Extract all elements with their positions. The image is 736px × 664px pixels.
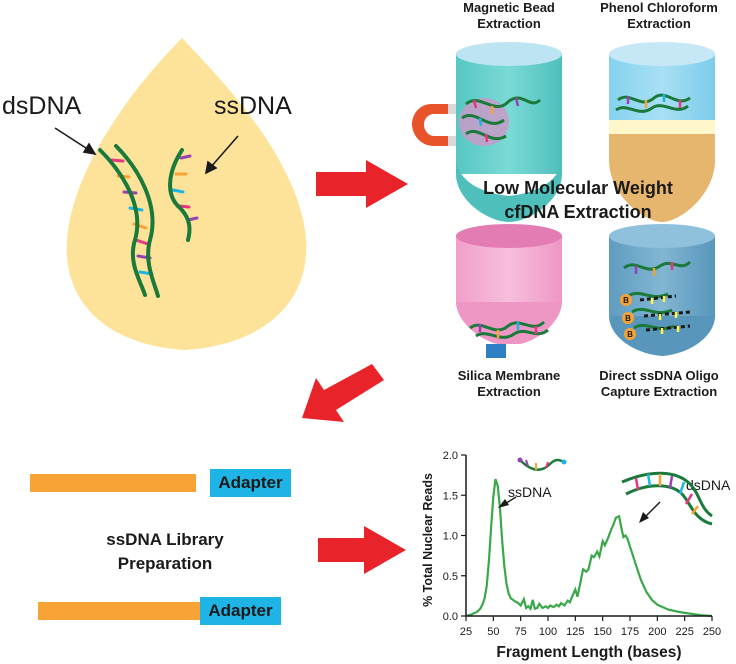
y-tick-label: 1.0	[443, 531, 458, 543]
bead-label: B	[627, 330, 633, 339]
ssdna-label: ssDNA	[214, 92, 292, 120]
plasma-drop	[66, 38, 307, 350]
x-tick-label: 75	[515, 626, 527, 638]
silica-membrane-tube	[456, 224, 562, 358]
flow-arrow-right-1	[316, 160, 408, 208]
series-line	[465, 478, 713, 618]
ssdna-strand-icon	[168, 148, 199, 242]
phenol-chloroform-tube	[609, 42, 715, 222]
y-tick-label: 2.0	[443, 450, 458, 462]
y-tick-label: 0.0	[443, 611, 458, 623]
x-tick-label: 50	[487, 626, 499, 638]
flow-arrow-right-2	[318, 526, 406, 574]
y-tick-label: 0.5	[443, 571, 458, 583]
x-tick-label: 200	[648, 626, 666, 638]
label-pointer-arrows	[54, 127, 239, 175]
x-tick-label: 100	[539, 626, 557, 638]
annotation-ssdna: ssDNA	[508, 484, 552, 500]
dsdna-mini-icon	[621, 471, 713, 526]
adapter-bottom: Adapter	[200, 597, 281, 625]
ssdna-mini-icon	[517, 457, 567, 472]
x-tick-label: 225	[675, 626, 693, 638]
x-tick-label: 250	[703, 626, 721, 638]
bead-label: B	[625, 314, 631, 323]
adapter-top: Adapter	[210, 469, 291, 497]
magnet-icon	[412, 104, 455, 146]
x-tick-label: 175	[621, 626, 639, 638]
bead-label: B	[623, 296, 629, 305]
dsdna-helix-icon	[98, 144, 160, 298]
x-tick-label: 150	[593, 626, 611, 638]
magnetic-bead-tube	[412, 42, 562, 222]
y-axis-label: % Total Nuclear Reads	[421, 473, 435, 607]
x-tick-label: 25	[460, 626, 472, 638]
x-tick-label: 125	[566, 626, 584, 638]
insert-bar-bottom	[38, 602, 202, 620]
fragment-length-chart: 25 50 75 100 125 150 175 200 225 250 0.0 0.5 1.0 1.5 2…	[421, 450, 731, 661]
dsdna-label: dsDNA	[2, 92, 82, 120]
flow-arrow-down-left	[302, 364, 384, 422]
annotation-dsdna: dsDNA	[686, 477, 731, 493]
x-axis-label: Fragment Length (bases)	[496, 644, 681, 661]
oligo-capture-tube: B B B	[609, 224, 715, 356]
y-tick-label: 1.5	[443, 490, 458, 502]
insert-bar-top	[30, 474, 196, 492]
bead-icons: B B B	[620, 294, 636, 340]
